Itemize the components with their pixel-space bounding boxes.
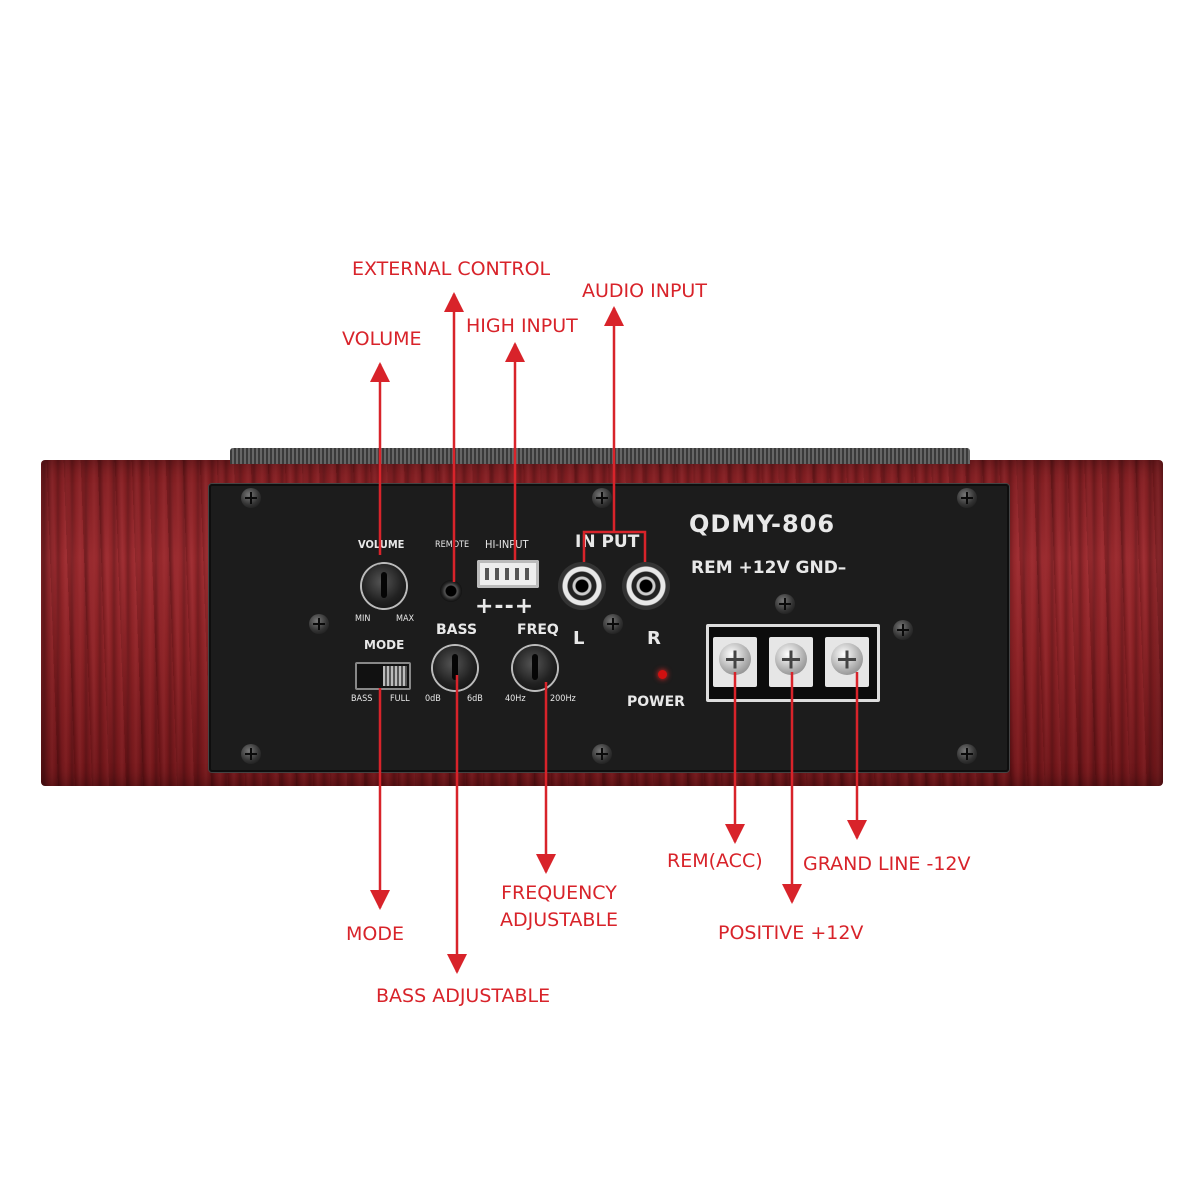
callout-positive: POSITIVE +12V <box>718 922 864 944</box>
bass-knob[interactable] <box>433 646 477 690</box>
hi-input-polarity: +--+ <box>475 594 535 619</box>
bass-min-label: 0dB <box>425 694 441 704</box>
screw-icon <box>309 614 329 634</box>
callout-audio-input: AUDIO INPUT <box>582 280 707 302</box>
remote-label: REMOTE <box>435 540 470 550</box>
bass-label: BASS <box>436 622 478 638</box>
audio-input-bracket <box>582 530 647 562</box>
mode-label: MODE <box>364 638 405 652</box>
freq-min-label: 40Hz <box>505 694 526 704</box>
bass-max-label: 6dB <box>467 694 483 704</box>
screw-icon <box>831 643 863 675</box>
screw-icon <box>775 594 795 614</box>
freq-max-label: 200Hz <box>550 694 576 704</box>
screw-icon <box>719 643 751 675</box>
mode-switch[interactable] <box>355 662 411 690</box>
callout-high-input: HIGH INPUT <box>466 315 578 337</box>
callout-rem-acc: REM(ACC) <box>667 850 763 872</box>
freq-label: FREQ <box>517 622 559 638</box>
power-led-icon <box>658 670 667 679</box>
callout-mode: MODE <box>346 923 404 945</box>
power-terminal-labels: REM +12V GND– <box>691 558 847 578</box>
callout-frequency-line2: ADJUSTABLE <box>500 909 618 931</box>
mode-bass-label: BASS <box>351 694 373 704</box>
power-label: POWER <box>627 694 685 710</box>
speaker-grille <box>230 448 970 464</box>
screw-icon <box>957 488 977 508</box>
volume-max-label: MAX <box>396 614 415 624</box>
ground-terminal[interactable] <box>825 637 869 687</box>
screw-icon <box>241 488 261 508</box>
hi-input-connector[interactable] <box>477 560 539 588</box>
rca-left-jack[interactable] <box>558 562 606 610</box>
rca-right-jack[interactable] <box>622 562 670 610</box>
screw-icon <box>241 744 261 764</box>
callout-volume: VOLUME <box>342 328 422 350</box>
callout-bass-adjustable: BASS ADJUSTABLE <box>376 985 551 1007</box>
screw-icon <box>592 488 612 508</box>
screw-icon <box>893 620 913 640</box>
model-label: QDMY-806 <box>689 510 836 538</box>
left-channel-label: L <box>573 628 585 649</box>
screw-icon <box>775 643 807 675</box>
callout-frequency-line1: FREQUENCY <box>501 882 617 904</box>
input-label: IN PUT <box>575 532 640 552</box>
screw-icon <box>957 744 977 764</box>
screw-icon <box>603 614 623 634</box>
screw-icon <box>592 744 612 764</box>
callout-external-control: EXTERNAL CONTROL <box>352 258 551 280</box>
mode-full-label: FULL <box>390 694 410 704</box>
freq-knob[interactable] <box>513 646 557 690</box>
callout-frequency-adjustable: FREQUENCY ADJUSTABLE <box>500 880 618 934</box>
remote-jack[interactable] <box>440 580 462 602</box>
volume-knob[interactable] <box>362 564 406 608</box>
right-channel-label: R <box>647 628 661 649</box>
callout-ground: GRAND LINE -12V <box>803 853 971 875</box>
hi-input-label: HI-INPUT <box>485 538 529 551</box>
power-terminal-block <box>706 624 880 702</box>
volume-min-label: MIN <box>355 614 371 624</box>
